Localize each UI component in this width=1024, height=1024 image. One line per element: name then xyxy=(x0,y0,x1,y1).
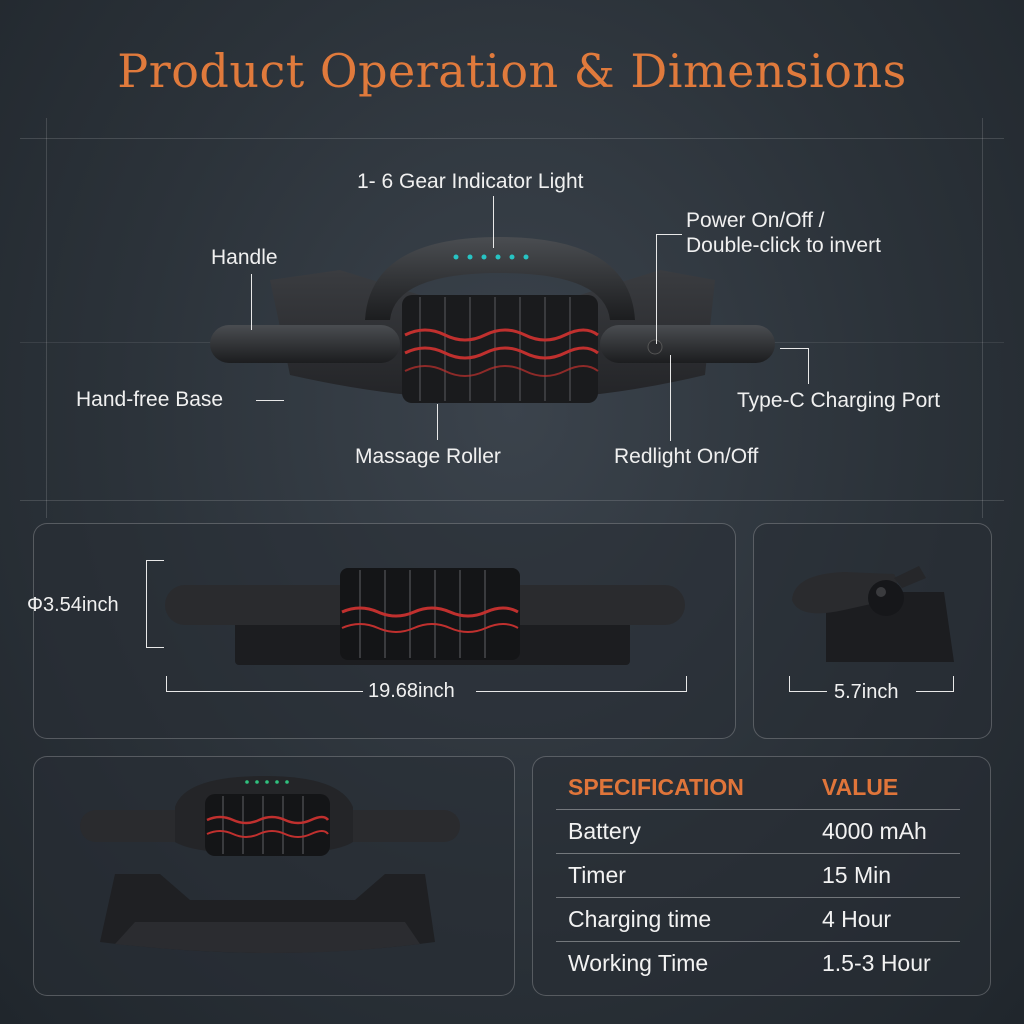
length-value: 19.68inch xyxy=(368,680,455,702)
depth-line-left xyxy=(789,691,827,692)
table-row: Battery 4000 mAh xyxy=(556,809,960,854)
guide-line-left xyxy=(46,118,47,518)
depth-tick-left xyxy=(789,676,790,692)
spec-header-row: SPECIFICATION VALUE xyxy=(556,768,960,810)
length-line-left xyxy=(166,691,363,692)
power-leader-v xyxy=(656,234,657,344)
massager-detached-image xyxy=(80,776,460,953)
massager-end-image xyxy=(792,566,954,662)
diameter-line-v xyxy=(146,560,147,648)
spec-name: Working Time xyxy=(568,950,709,976)
power-label-line1: Power On/Off / xyxy=(686,209,825,232)
guide-line-right xyxy=(982,118,983,518)
spec-name: Timer xyxy=(556,853,810,898)
massager-front-image xyxy=(210,237,775,403)
redlight-label: Redlight On/Off xyxy=(614,445,759,468)
table-row: Charging time 4 Hour xyxy=(556,897,960,942)
depth-tick-right xyxy=(953,676,954,692)
left-bar-shape xyxy=(210,325,400,363)
length-tick-left xyxy=(166,676,167,692)
roller-leader xyxy=(437,404,438,440)
guide-line-bottom xyxy=(20,500,1004,501)
charging-port-label: Type-C Charging Port xyxy=(737,389,941,412)
length-line-right xyxy=(476,691,687,692)
power-label-line2: Double-click to invert xyxy=(686,234,881,257)
base-label: Hand-free Base xyxy=(76,388,224,411)
diameter-value: Φ3.54inch xyxy=(27,594,119,616)
handle-shape xyxy=(365,237,635,320)
table-row: Timer 15 Min xyxy=(556,853,960,898)
handle-label: Handle xyxy=(211,246,278,269)
length-tick-right xyxy=(686,676,687,692)
roller-label: Massage Roller xyxy=(355,445,501,468)
page-title: Product Operation & Dimensions xyxy=(117,44,907,98)
massager-side-image xyxy=(165,568,685,665)
power-leader-h xyxy=(656,234,682,235)
depth-line-right xyxy=(916,691,954,692)
spec-value: 1.5-3 Hour xyxy=(822,950,931,976)
spec-value: 4 Hour xyxy=(810,897,960,942)
base-leader xyxy=(256,400,284,401)
redlight-leader xyxy=(670,355,671,441)
handle-leader xyxy=(251,274,252,330)
guide-line-top xyxy=(20,138,1004,139)
right-bar-shape xyxy=(600,325,775,363)
spec-name: Battery xyxy=(556,809,810,854)
table-row: Working Time 1.5-3 Hour xyxy=(556,942,960,986)
diameter-line-bottom xyxy=(146,647,164,648)
spec-value: 15 Min xyxy=(810,853,960,898)
spec-table: SPECIFICATION VALUE Battery 4000 mAh Tim… xyxy=(556,768,960,985)
charging-leader-h xyxy=(780,348,809,349)
gear-indicator-leader xyxy=(493,196,494,248)
spec-name: Charging time xyxy=(556,897,810,942)
depth-value: 5.7inch xyxy=(834,681,899,703)
spec-value: 4000 mAh xyxy=(810,809,960,854)
charging-leader-v xyxy=(808,348,809,384)
spec-header-name: SPECIFICATION xyxy=(556,768,810,810)
gear-indicator-label: 1- 6 Gear Indicator Light xyxy=(357,170,584,193)
spec-header-value: VALUE xyxy=(810,768,960,810)
diameter-line-top xyxy=(146,560,164,561)
